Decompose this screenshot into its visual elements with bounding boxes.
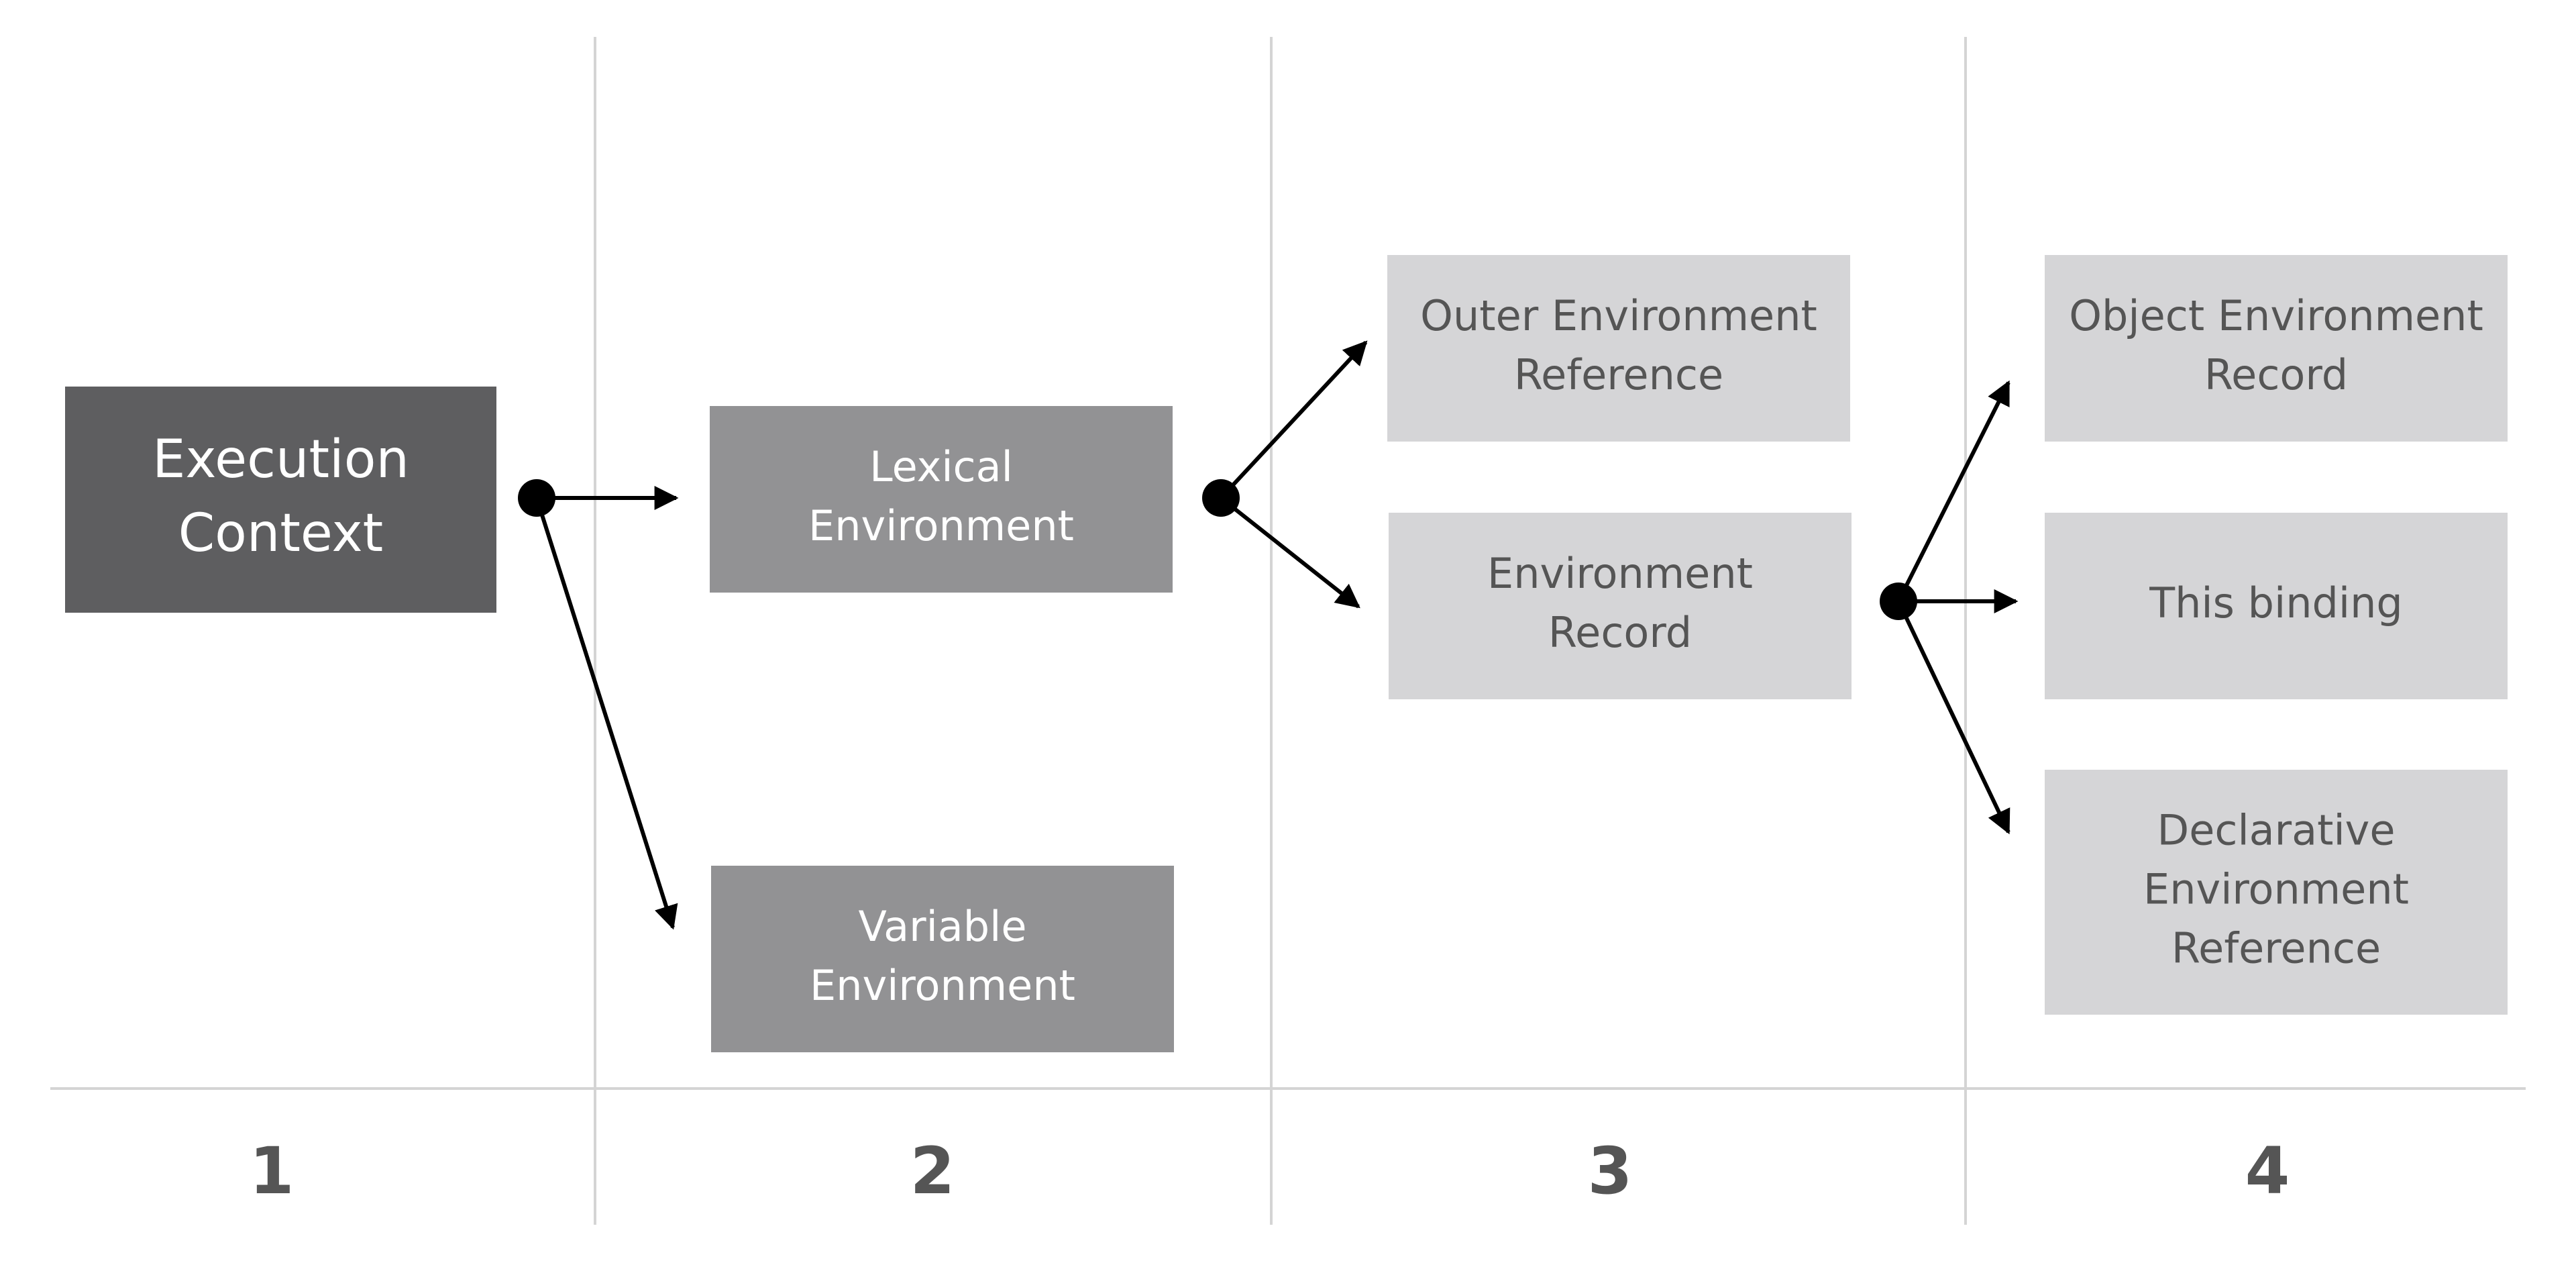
nodes: ExecutionContextLexicalEnvironmentVariab… [65,255,2508,1052]
arrow-to-environment-record [1220,496,1360,609]
branch-dots [518,479,1917,620]
branch-dot-environment-record [1880,583,1917,620]
branch-dot-lexical-environment [1202,479,1240,517]
execution-context-label-line-2: Context [178,503,384,564]
connectors [535,340,2019,930]
environment-record-label-line-2: Record [1548,608,1692,657]
branch-dot-execution-context [518,479,555,517]
declarative-environment-reference-label-line-3: Reference [2171,924,2381,973]
declarative-environment-reference-box [2045,770,2508,1015]
declarative-environment-reference-label-line-1: Declarative [2157,806,2395,855]
lexical-environment-label-line-1: Lexical [869,442,1013,491]
outer-environment-reference-label-line-1: Outer Environment [1420,291,1817,340]
column-label-4: 4 [2245,1133,2290,1209]
column-labels: 1 2 3 4 [250,1133,2290,1209]
grid-lines [50,37,2526,1225]
arrow-to-object-environment-record [1896,380,2010,603]
column-label-3: 3 [1588,1133,1633,1209]
column-label-2: 2 [910,1133,955,1209]
outer-environment-reference-label-line-2: Reference [1514,350,1723,399]
object-environment-record-box [2045,255,2508,442]
variable-environment-label-line-2: Environment [810,961,1075,1010]
node-this-binding: This binding [2045,513,2508,699]
variable-environment-label-line-1: Variable [858,902,1026,951]
variable-environment-box [711,866,1174,1052]
this-binding-box [2045,513,2508,699]
execution-context-label-line-1: Execution [152,430,409,490]
lexical-environment-label-line-2: Environment [808,501,1074,550]
declarative-environment-reference-label-line-2: Environment [2143,865,2409,914]
arrow-to-variable-environment [535,497,678,930]
column-label-1: 1 [250,1133,294,1209]
object-environment-record-label-line-2: Record [2204,350,2348,399]
object-environment-record-label-line-1: Object Environment [2069,291,2483,340]
environment-record-label-line-1: Environment [1487,549,1753,598]
outer-environment-reference-box [1387,255,1850,442]
lexical-environment-box [710,406,1173,593]
arrow-to-outer-environment-reference [1219,340,1368,500]
execution-context-box [65,387,496,613]
this-binding-label-line-1: This binding [2149,578,2403,627]
arrow-to-declarative-environment-reference [1896,600,2010,835]
environment-record-box [1389,513,1851,699]
